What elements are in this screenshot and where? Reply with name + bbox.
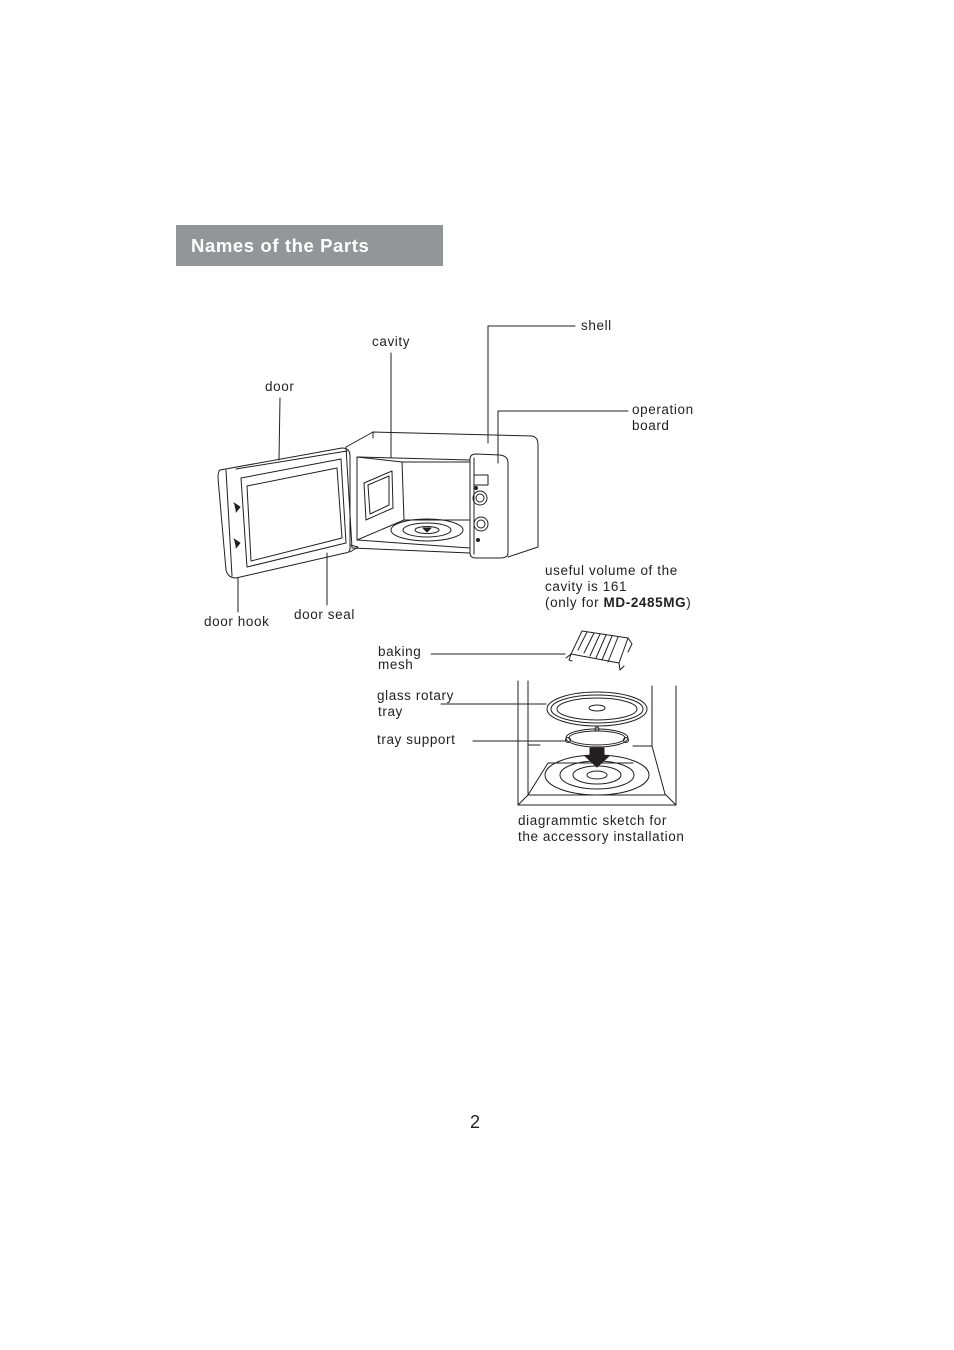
operation-board [469,453,509,559]
useful-volume-suffix: ) [686,595,692,610]
page-number: 2 [470,1112,481,1132]
label-tray-support: tray support [377,732,456,747]
label-useful-volume-line2: cavity is 161 [545,579,628,594]
leader-lines-top [237,325,629,613]
sketch-caption-line1: diagrammtic sketch for [518,813,667,828]
label-shell: shell [581,318,612,333]
label-baking-mesh-line1: baking [378,644,422,659]
label-cavity: cavity [372,334,411,349]
label-glass-rotary-tray-line2: tray [378,704,403,719]
label-useful-volume-line1: useful volume of the [545,563,678,578]
label-door-seal: door seal [294,607,355,622]
sketch-caption-line2: the accessory installation [518,829,685,844]
installation-sketch [440,680,677,806]
label-operation-board-line1: operation [632,402,694,417]
baking-mesh-drawing [430,630,633,671]
label-baking-mesh-line2: mesh [378,657,414,672]
label-useful-volume-line3: (only for MD-2485MG) [545,595,691,611]
model-number: MD-2485MG [603,595,687,610]
open-door [217,447,359,579]
section-title-bar: Names of the Parts [176,225,443,266]
section-title: Names of the Parts [191,234,370,256]
cavity-interior [356,456,471,549]
label-door: door [265,379,295,394]
oven-body [345,431,539,558]
label-operation-board-line2: board [632,418,670,433]
useful-volume-prefix: (only for [545,595,604,610]
label-door-hook: door hook [204,614,270,629]
label-glass-rotary-tray-line1: glass rotary [377,688,454,703]
